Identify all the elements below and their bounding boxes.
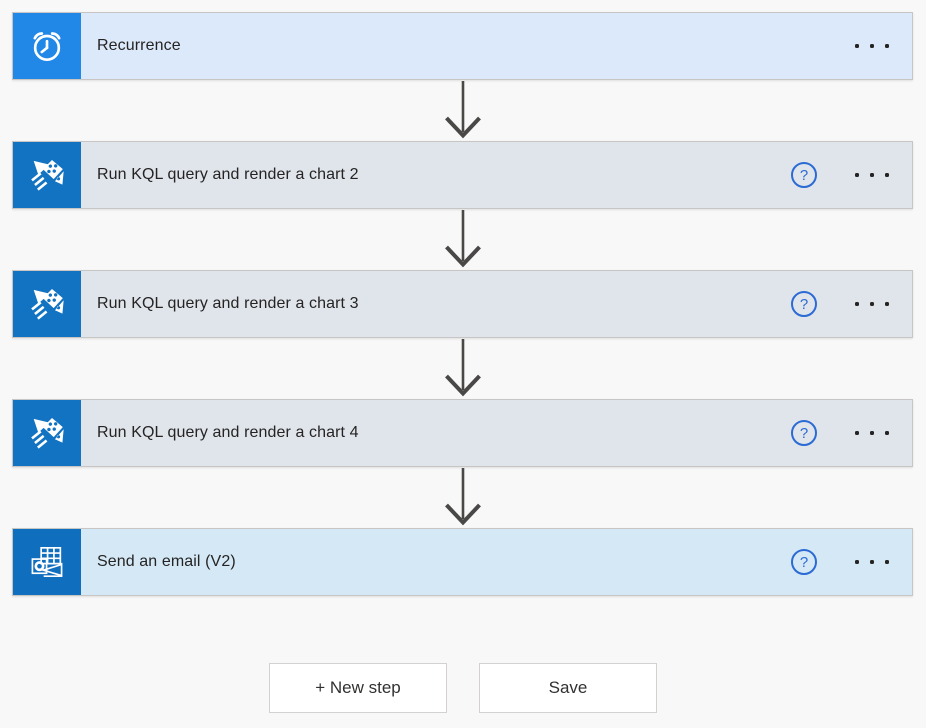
ellipsis-dot	[855, 431, 859, 435]
ellipsis-dot	[855, 560, 859, 564]
kusto-chart-icon	[13, 400, 81, 466]
ellipsis-dot	[870, 173, 874, 177]
ellipsis-dot	[870, 560, 874, 564]
ellipsis-dot	[870, 302, 874, 306]
step-title: Send an email (V2)	[97, 553, 236, 570]
ellipsis-dot	[885, 44, 889, 48]
help-icon[interactable]: ?	[791, 291, 817, 317]
ellipsis-dot	[885, 560, 889, 564]
flow-step-card[interactable]: Run KQL query and render a chart 4?	[12, 399, 913, 467]
more-actions-menu-button[interactable]	[853, 38, 891, 54]
help-icon[interactable]: ?	[791, 420, 817, 446]
connector-arrow-icon[interactable]	[0, 339, 926, 400]
step-actions: ?	[791, 400, 912, 466]
connector-arrow-icon[interactable]	[0, 468, 926, 529]
kusto-chart-icon	[13, 142, 81, 208]
step-actions: ?	[791, 529, 912, 595]
step-actions	[853, 13, 912, 79]
flow-step-card[interactable]: Send an email (V2)?	[12, 528, 913, 596]
outlook-email-icon	[13, 529, 81, 595]
new-step-button[interactable]: + New step	[269, 663, 447, 713]
ellipsis-dot	[885, 173, 889, 177]
more-actions-menu-button[interactable]	[853, 425, 891, 441]
help-icon[interactable]: ?	[791, 162, 817, 188]
ellipsis-dot	[855, 44, 859, 48]
help-icon[interactable]: ?	[791, 549, 817, 575]
save-button[interactable]: Save	[479, 663, 657, 713]
ellipsis-dot	[870, 44, 874, 48]
more-actions-menu-button[interactable]	[853, 296, 891, 312]
step-actions: ?	[791, 271, 912, 337]
ellipsis-dot	[870, 431, 874, 435]
step-title: Run KQL query and render a chart 4	[97, 424, 359, 441]
more-actions-menu-button[interactable]	[853, 554, 891, 570]
ellipsis-dot	[855, 302, 859, 306]
step-title: Recurrence	[97, 37, 181, 54]
flow-step-card[interactable]: Recurrence	[12, 12, 913, 80]
ellipsis-dot	[855, 173, 859, 177]
flow-step-card[interactable]: Run KQL query and render a chart 3?	[12, 270, 913, 338]
ellipsis-dot	[885, 302, 889, 306]
step-title: Run KQL query and render a chart 3	[97, 295, 359, 312]
ellipsis-dot	[885, 431, 889, 435]
recurrence-clock-icon	[13, 13, 81, 79]
connector-arrow-icon[interactable]	[0, 81, 926, 142]
kusto-chart-icon	[13, 271, 81, 337]
step-title: Run KQL query and render a chart 2	[97, 166, 359, 183]
flow-step-card[interactable]: Run KQL query and render a chart 2?	[12, 141, 913, 209]
more-actions-menu-button[interactable]	[853, 167, 891, 183]
connector-arrow-icon[interactable]	[0, 210, 926, 271]
step-actions: ?	[791, 142, 912, 208]
